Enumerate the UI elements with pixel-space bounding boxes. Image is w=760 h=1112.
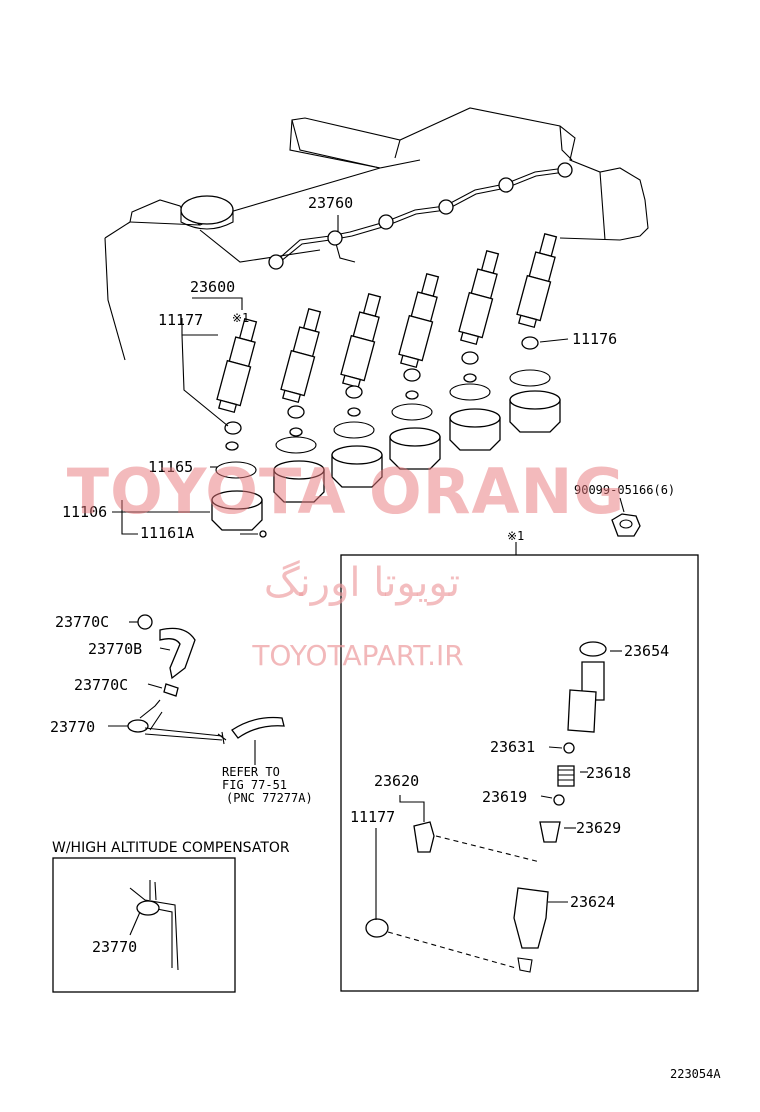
label-23770C-top: 23770C <box>55 613 109 631</box>
nozzle-holder-1 <box>216 317 258 414</box>
nozzle-holder-4 <box>398 272 440 369</box>
nozzle-holder-5 <box>458 249 500 346</box>
watermark-persian: تویوتا اورنگ <box>264 560 460 606</box>
label-23631: 23631 <box>490 738 535 756</box>
label-23770C-bottom: 23770C <box>74 676 128 694</box>
injection-pipe-assembly <box>268 162 573 270</box>
label-11176: 11176 <box>572 330 617 348</box>
label-11161A: 11161A <box>140 524 194 542</box>
refer-note-line-3: (PNC 77277A) <box>226 791 313 805</box>
label-23629: 23629 <box>576 819 621 837</box>
watermark-brand: TOYOTA ORANG <box>67 455 625 528</box>
label-11177-mark: ※1 <box>232 311 249 325</box>
inset-title: W/HIGH ALTITUDE COMPENSATOR <box>52 840 290 856</box>
gasket-rings <box>215 369 551 479</box>
label-23624: 23624 <box>570 893 615 911</box>
detail-box <box>340 542 699 992</box>
small-oring <box>259 530 267 538</box>
label-23760: 23760 <box>308 194 353 212</box>
label-23770: 23770 <box>50 718 95 736</box>
nozzle-seats <box>224 336 539 451</box>
label-23770B: 23770B <box>88 640 142 658</box>
part-labels: 23760 23600 11177 ※1 11176 11165 11106 1… <box>50 194 721 1081</box>
label-90099: 90099-05166(6) <box>574 483 675 497</box>
figure-code: 223054A <box>670 1067 721 1081</box>
detail-mark: ※1 <box>507 529 524 543</box>
engine-head-outline <box>104 107 649 361</box>
label-11177: 11177 <box>158 311 203 329</box>
label-23619: 23619 <box>482 788 527 806</box>
watermark: TOYOTA ORANG تویوتا اورنگ TOYOTAPART.IR <box>67 455 625 672</box>
watermark-url: TOYOTAPART.IR <box>251 639 463 672</box>
nozzle-holder-6 <box>516 232 558 329</box>
nozzle-holder-3 <box>340 292 382 389</box>
label-23654: 23654 <box>624 642 669 660</box>
label-23618: 23618 <box>586 764 631 782</box>
label-11177-detail: 11177 <box>350 808 395 826</box>
nut-90099 <box>611 513 641 537</box>
label-11106: 11106 <box>62 503 107 521</box>
nozzle-sleeves <box>211 390 561 531</box>
refer-note-line-1: REFER TO <box>222 765 280 779</box>
label-23600: 23600 <box>190 278 235 296</box>
nozzle-holder-2 <box>280 307 322 404</box>
label-11165: 11165 <box>148 458 193 476</box>
label-23620: 23620 <box>374 772 419 790</box>
leader-lines <box>112 215 625 535</box>
label-23770-inset: 23770 <box>92 938 137 956</box>
inset-high-altitude <box>52 857 236 993</box>
breather-hose-group <box>108 614 285 765</box>
refer-note-line-2: FIG 77-51 <box>222 778 287 792</box>
